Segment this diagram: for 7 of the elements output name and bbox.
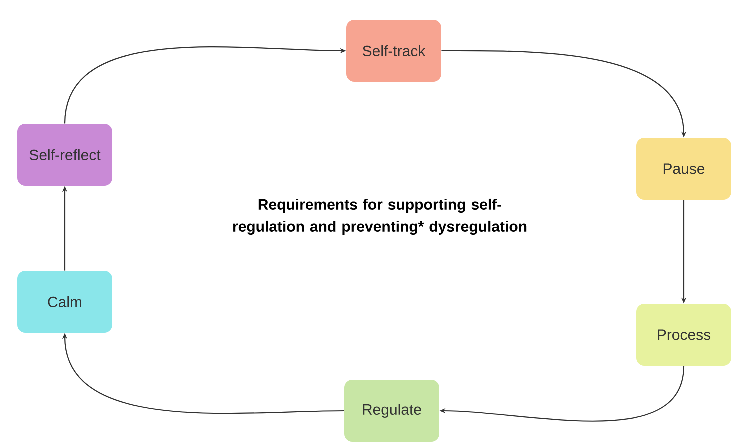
step-box: Process: [636, 304, 732, 366]
step-box: Self-reflect: [18, 124, 112, 186]
step-box: Pause: [636, 138, 732, 200]
title: Requirements for supporting self-regulation and preventing* dysregulation: [233, 198, 527, 236]
step-box: Self-track: [346, 20, 442, 82]
step-box: Regulate: [344, 380, 440, 442]
step-box: Calm: [18, 271, 112, 333]
